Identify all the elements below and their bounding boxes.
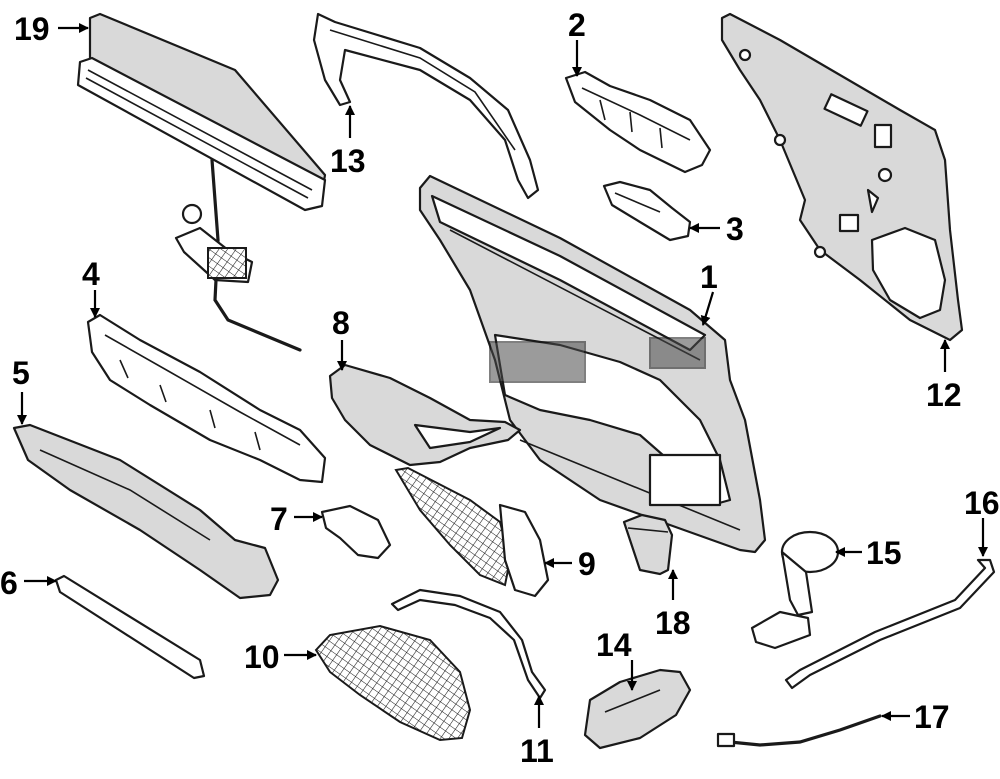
part-8-armrest bbox=[328, 363, 522, 467]
callout-5: 5 bbox=[12, 355, 30, 391]
callout-9: 9 bbox=[578, 546, 596, 582]
part-3-handle-insert bbox=[602, 180, 692, 242]
part-15-actuator bbox=[750, 530, 840, 650]
callout-18: 18 bbox=[655, 605, 691, 641]
part-16-edge-strip bbox=[784, 558, 996, 690]
callout-10: 10 bbox=[244, 639, 280, 675]
callout-13: 13 bbox=[330, 143, 366, 179]
callout-4: 4 bbox=[82, 256, 100, 292]
part-6-lower-strip bbox=[54, 574, 206, 680]
callout-8: 8 bbox=[332, 305, 350, 341]
leader-lines bbox=[17, 23, 988, 728]
part-18-cup bbox=[622, 513, 674, 576]
callout-19: 19 bbox=[14, 11, 50, 47]
part-5-lower-trim bbox=[12, 423, 280, 600]
part-2-bracket bbox=[564, 70, 712, 174]
callout-11: 11 bbox=[520, 733, 554, 769]
callout-3: 3 bbox=[726, 211, 744, 247]
callout-6: 6 bbox=[0, 565, 18, 601]
callout-labels: 1 2 3 4 5 6 7 8 9 10 11 12 13 14 15 16 1… bbox=[0, 7, 1000, 769]
part-10-mesh-storage bbox=[314, 624, 472, 742]
part-7-small-cover bbox=[320, 504, 392, 560]
callout-2: 2 bbox=[568, 7, 586, 43]
part-17-cable bbox=[716, 714, 882, 748]
part-12-panel-backing bbox=[720, 12, 964, 342]
part-13-upper-trim-strip bbox=[312, 12, 540, 200]
part-1-door-panel bbox=[418, 174, 767, 554]
callout-16: 16 bbox=[964, 485, 1000, 521]
callout-17: 17 bbox=[914, 699, 950, 735]
callout-15: 15 bbox=[866, 535, 902, 571]
part-9-mesh-pocket bbox=[394, 466, 550, 598]
part-19-window-glass-regulator bbox=[76, 12, 327, 352]
callout-14: 14 bbox=[596, 627, 632, 663]
callout-12: 12 bbox=[926, 377, 962, 413]
part-4-armrest-carrier bbox=[86, 313, 327, 484]
callout-1: 1 bbox=[700, 259, 718, 295]
callout-7: 7 bbox=[270, 501, 288, 537]
part-14-handle-bezel bbox=[583, 668, 692, 750]
